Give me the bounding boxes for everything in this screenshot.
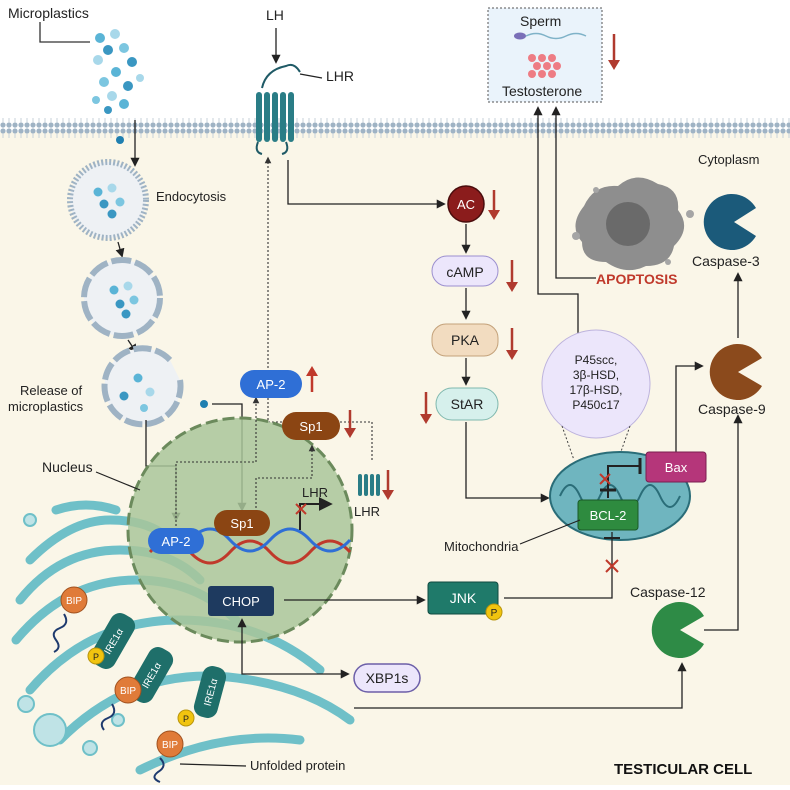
sp1-label: Sp1 xyxy=(299,419,322,434)
testosterone-label: Testosterone xyxy=(502,83,582,99)
cytoplasm-label: Cytoplasm xyxy=(698,152,759,167)
er-vesicles xyxy=(17,513,125,756)
enzyme-3: 17β-HSD, xyxy=(570,383,623,397)
endocytosis-vesicle xyxy=(67,159,149,241)
release-label-line1: Release of xyxy=(20,383,83,398)
svg-text:BIP: BIP xyxy=(66,596,82,607)
testosterone-icon xyxy=(528,54,561,78)
bip-3: BIP xyxy=(156,730,184,758)
lhr-right-label: LHR xyxy=(354,504,380,519)
lhr-gene-label: LHR xyxy=(302,485,328,500)
camp-label: cAMP xyxy=(446,264,483,280)
bax-label: Bax xyxy=(665,460,688,475)
diagram-title: TESTICULAR CELL xyxy=(614,761,752,778)
ap2-nucleus-node xyxy=(148,528,204,554)
jnk-phospho xyxy=(485,603,503,621)
enzyme-1: P45scc, xyxy=(575,353,618,367)
sperm-testosterone-box xyxy=(487,7,603,103)
sperm-label: Sperm xyxy=(520,13,561,29)
bax-node xyxy=(645,451,707,483)
mitochondria-label: Mitochondria xyxy=(444,539,519,554)
ac-node xyxy=(447,185,485,223)
ap2-label: AP-2 xyxy=(257,377,286,392)
chop-label: CHOP xyxy=(222,594,260,609)
lhr-small-receptor xyxy=(358,474,380,496)
lhr-top-label: LHR xyxy=(326,68,354,84)
star-label: StAR xyxy=(451,396,484,412)
jnk-node xyxy=(427,581,499,615)
nucleus-label: Nucleus xyxy=(42,459,93,475)
bip-2: BIP xyxy=(114,676,142,704)
xbp1s-node xyxy=(353,663,421,693)
unfolded-protein-label: Unfolded protein xyxy=(250,758,345,773)
caspase12-icon xyxy=(651,602,704,659)
apoptotic-cell xyxy=(572,177,694,271)
endocytosis-label: Endocytosis xyxy=(156,189,227,204)
sp1-nucleus-label: Sp1 xyxy=(230,516,253,531)
release-label-line2: microplastics xyxy=(8,399,84,414)
chop-node xyxy=(208,586,274,616)
enzyme-2: 3β-HSD, xyxy=(573,368,619,382)
caspase3-icon xyxy=(703,194,756,250)
ap2-nucleus-label: AP-2 xyxy=(162,534,191,549)
sperm-icon xyxy=(514,32,587,40)
jnk-label: JNK xyxy=(450,590,477,606)
unfolded-protein-squiggles xyxy=(52,613,165,783)
microplastics-label: Microplastics xyxy=(8,5,89,21)
svg-text:BIP: BIP xyxy=(162,740,178,751)
camp-node xyxy=(431,255,499,287)
pka-label: PKA xyxy=(451,332,480,348)
ire1a-unit-3: IRE1α xyxy=(193,666,227,718)
phospho-1: P xyxy=(87,647,105,665)
release-vesicle xyxy=(101,345,208,428)
cell-membrane xyxy=(0,118,790,138)
svg-text:P: P xyxy=(93,652,99,662)
ac-label: AC xyxy=(457,197,475,212)
bcl2-node xyxy=(577,499,639,531)
jnk-p-label: P xyxy=(491,608,498,619)
broken-vesicle xyxy=(81,257,163,339)
bip-1: BIP xyxy=(60,586,88,614)
bcl2-label: BCL-2 xyxy=(590,508,627,523)
enzyme-4: P450c17 xyxy=(572,398,620,412)
pka-node xyxy=(431,323,499,357)
caspase9-icon xyxy=(709,344,762,401)
lh-label: LH xyxy=(266,7,284,23)
caspase12-label: Caspase-12 xyxy=(630,584,706,600)
microplastic-particles xyxy=(92,29,144,144)
caspase9-label: Caspase-9 xyxy=(698,401,766,417)
star-node xyxy=(435,387,499,421)
phospho-2: P xyxy=(177,709,195,727)
ap2-node xyxy=(240,370,302,398)
caspase3-label: Caspase-3 xyxy=(692,253,760,269)
enzymes-bubble xyxy=(541,329,651,439)
lhr-receptor xyxy=(255,63,301,155)
xbp1s-label: XBP1s xyxy=(366,670,409,686)
sp1-node xyxy=(282,412,340,440)
apoptosis-label: APOPTOSIS xyxy=(596,271,677,287)
svg-text:P: P xyxy=(183,714,189,724)
sp1-nucleus-node xyxy=(214,510,270,536)
svg-text:BIP: BIP xyxy=(120,686,136,697)
